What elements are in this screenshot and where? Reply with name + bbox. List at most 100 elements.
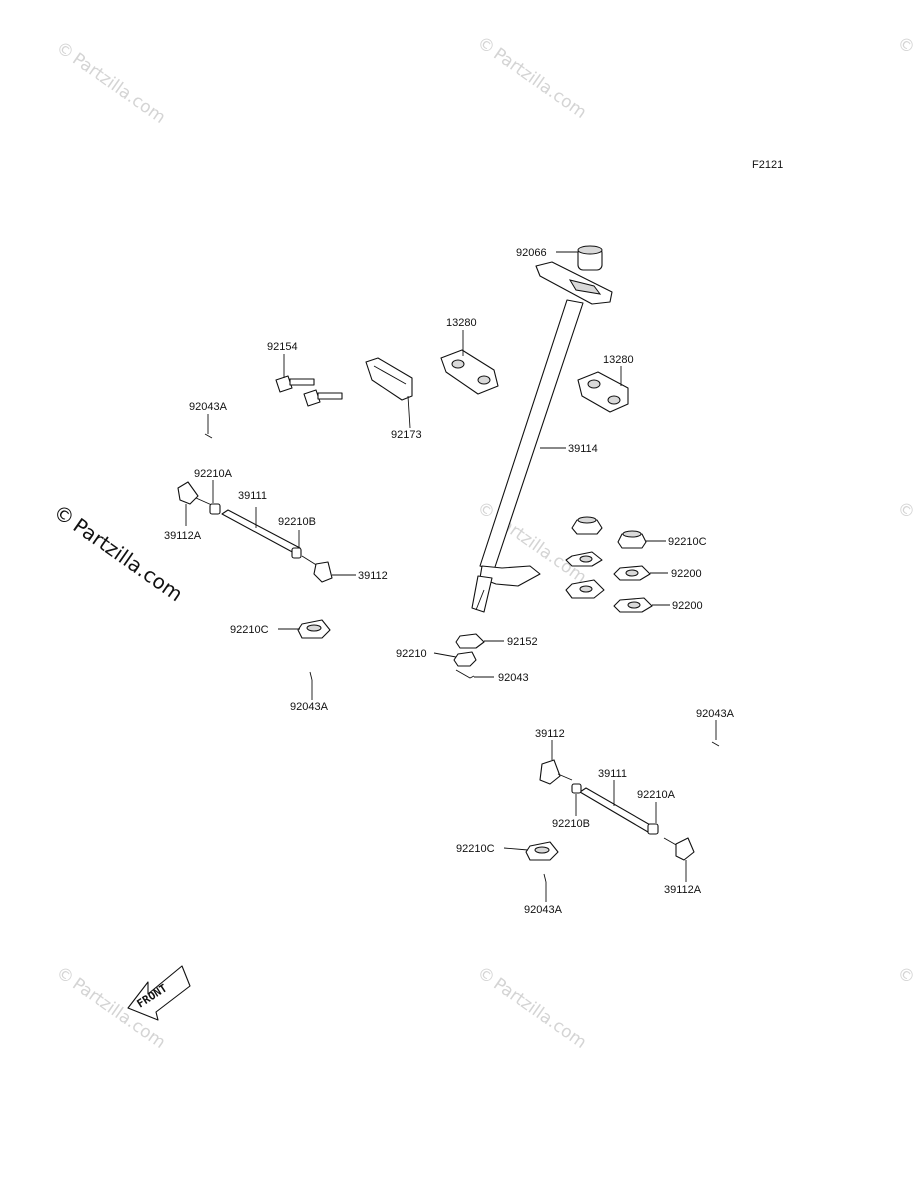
washer-92200-right-1[interactable] bbox=[613, 565, 668, 581]
leader-92210 bbox=[433, 652, 457, 658]
washer-left-1[interactable] bbox=[565, 551, 603, 567]
nut-92210a-right[interactable] bbox=[647, 802, 659, 835]
washer-hole bbox=[627, 601, 641, 609]
label-39114[interactable]: 39114 bbox=[568, 443, 598, 455]
cotter-pin-92043a-right[interactable] bbox=[711, 720, 720, 747]
watermark-top-left: © Partzilla.com bbox=[52, 38, 169, 128]
holder-13280-right[interactable] bbox=[577, 366, 629, 413]
nut-top bbox=[622, 530, 642, 538]
cotter-pin-92043[interactable] bbox=[455, 669, 494, 679]
leader-92173 bbox=[407, 395, 411, 429]
label-92210b-left[interactable]: 92210B bbox=[278, 516, 316, 528]
bracket-92173[interactable] bbox=[365, 357, 413, 429]
label-92152[interactable]: 92152 bbox=[507, 636, 538, 648]
castle-nut-left[interactable] bbox=[571, 516, 603, 535]
watermark-text: Partzilla.com bbox=[69, 49, 170, 128]
label-92210c-bottom[interactable]: 92210C bbox=[456, 843, 495, 855]
holder-body bbox=[440, 349, 499, 395]
washer-hole bbox=[625, 569, 639, 577]
shaft-top-bracket-shade bbox=[568, 279, 602, 295]
label-92043a-bottom[interactable]: 92043A bbox=[524, 904, 563, 916]
label-92066[interactable]: 92066 bbox=[516, 247, 547, 259]
bolt-shank bbox=[289, 378, 315, 386]
holder-bolt-hole bbox=[587, 379, 601, 389]
label-92043a-right[interactable]: 92043A bbox=[696, 708, 735, 720]
watermark-bottom-right: © bbox=[893, 963, 916, 989]
washer-92200-right-2[interactable] bbox=[613, 597, 670, 613]
watermark-text: Partzilla.com bbox=[69, 513, 188, 606]
label-92043[interactable]: 92043 bbox=[498, 672, 529, 684]
nut-92210b-left[interactable] bbox=[291, 530, 302, 559]
washer-left-2[interactable] bbox=[565, 579, 605, 599]
nut-body bbox=[291, 547, 302, 559]
holder-13280-left[interactable] bbox=[440, 330, 499, 395]
rod-end-thread bbox=[557, 773, 573, 781]
watermark-symbol: © bbox=[893, 33, 916, 59]
label-92200-2[interactable]: 92200 bbox=[672, 600, 703, 612]
watermark-middle-right: © bbox=[893, 498, 916, 524]
watermark-symbol: © bbox=[893, 963, 916, 989]
tie-rod-39111-right[interactable] bbox=[579, 780, 653, 833]
label-39111-left[interactable]: 39111 bbox=[238, 490, 267, 502]
pin-body bbox=[309, 671, 313, 681]
nut-top bbox=[577, 516, 597, 524]
label-92200-1[interactable]: 92200 bbox=[671, 568, 702, 580]
watermark-bottom-center: © Partzilla.com bbox=[473, 963, 590, 1053]
label-39111-right[interactable]: 39111 bbox=[598, 768, 627, 780]
watermark-text: Partzilla.com bbox=[490, 974, 591, 1053]
nut-92210b-right[interactable] bbox=[571, 783, 582, 816]
label-92210c-left[interactable]: 92210C bbox=[230, 624, 269, 636]
bracket-body bbox=[365, 357, 413, 401]
nut-92210a-left[interactable] bbox=[209, 480, 221, 515]
castle-nut-92210c-right[interactable] bbox=[617, 530, 666, 549]
label-92210a-right[interactable]: 92210A bbox=[637, 789, 676, 801]
cotter-pin-92043a-left[interactable] bbox=[309, 671, 313, 700]
holder-bolt-hole bbox=[451, 359, 465, 369]
nut-92210c-bottom[interactable] bbox=[503, 841, 559, 861]
tie-rod-end-39112a-right[interactable] bbox=[663, 837, 695, 882]
tie-rod-39111-left[interactable] bbox=[221, 507, 301, 555]
collar-92066[interactable] bbox=[556, 245, 603, 271]
label-92210c-right[interactable]: 92210C bbox=[668, 536, 707, 548]
collar-top bbox=[577, 245, 603, 255]
label-92210[interactable]: 92210 bbox=[396, 648, 427, 660]
nut-92210c-left[interactable] bbox=[278, 619, 331, 639]
pin-body bbox=[204, 433, 213, 439]
label-92210a-left[interactable]: 92210A bbox=[194, 468, 233, 480]
rod-end-body bbox=[313, 561, 333, 583]
label-92210b-right[interactable]: 92210B bbox=[552, 818, 590, 830]
bolt-shank bbox=[317, 392, 343, 400]
tie-rod-end-39112-right[interactable] bbox=[539, 740, 573, 785]
label-13280-left[interactable]: 13280 bbox=[446, 317, 477, 329]
washer-hole bbox=[579, 585, 593, 593]
tie-rod-end-39112-left[interactable] bbox=[301, 555, 356, 583]
label-13280-right[interactable]: 13280 bbox=[603, 354, 634, 366]
label-39112a-left[interactable]: 39112A bbox=[164, 530, 202, 542]
washer-92152[interactable] bbox=[455, 633, 504, 649]
label-39112-left[interactable]: 39112 bbox=[358, 570, 388, 582]
bolts-92154[interactable] bbox=[275, 354, 343, 407]
label-92154[interactable]: 92154 bbox=[267, 341, 298, 353]
watermark-top-center: © Partzilla.com bbox=[473, 33, 590, 123]
label-39112-right[interactable]: 39112 bbox=[535, 728, 565, 740]
watermark-group: © Partzilla.com © Partzilla.com © © Part… bbox=[49, 33, 916, 1053]
cotter-pin-92043a-top[interactable] bbox=[204, 414, 213, 439]
rod-end-body bbox=[177, 481, 199, 505]
label-92043a-top[interactable]: 92043A bbox=[189, 401, 228, 413]
nut-body bbox=[571, 783, 582, 794]
nut-92210[interactable] bbox=[433, 651, 477, 667]
cotter-pin-92043a-bottom[interactable] bbox=[543, 873, 547, 902]
rod-end-thread bbox=[301, 555, 319, 567]
pin-body bbox=[455, 669, 475, 679]
figure-code: F2121 bbox=[752, 159, 783, 171]
rod-end-body bbox=[675, 837, 695, 861]
label-92043a-left[interactable]: 92043A bbox=[290, 701, 329, 713]
steering-shaft-39114[interactable] bbox=[471, 261, 613, 613]
nut-body bbox=[453, 651, 477, 667]
nut-body bbox=[209, 503, 221, 515]
label-92173[interactable]: 92173 bbox=[391, 429, 422, 441]
tie-rod-end-39112a-left[interactable] bbox=[177, 481, 215, 526]
leader-92210c-bottom bbox=[503, 847, 529, 851]
label-39112a-right[interactable]: 39112A bbox=[664, 884, 702, 896]
